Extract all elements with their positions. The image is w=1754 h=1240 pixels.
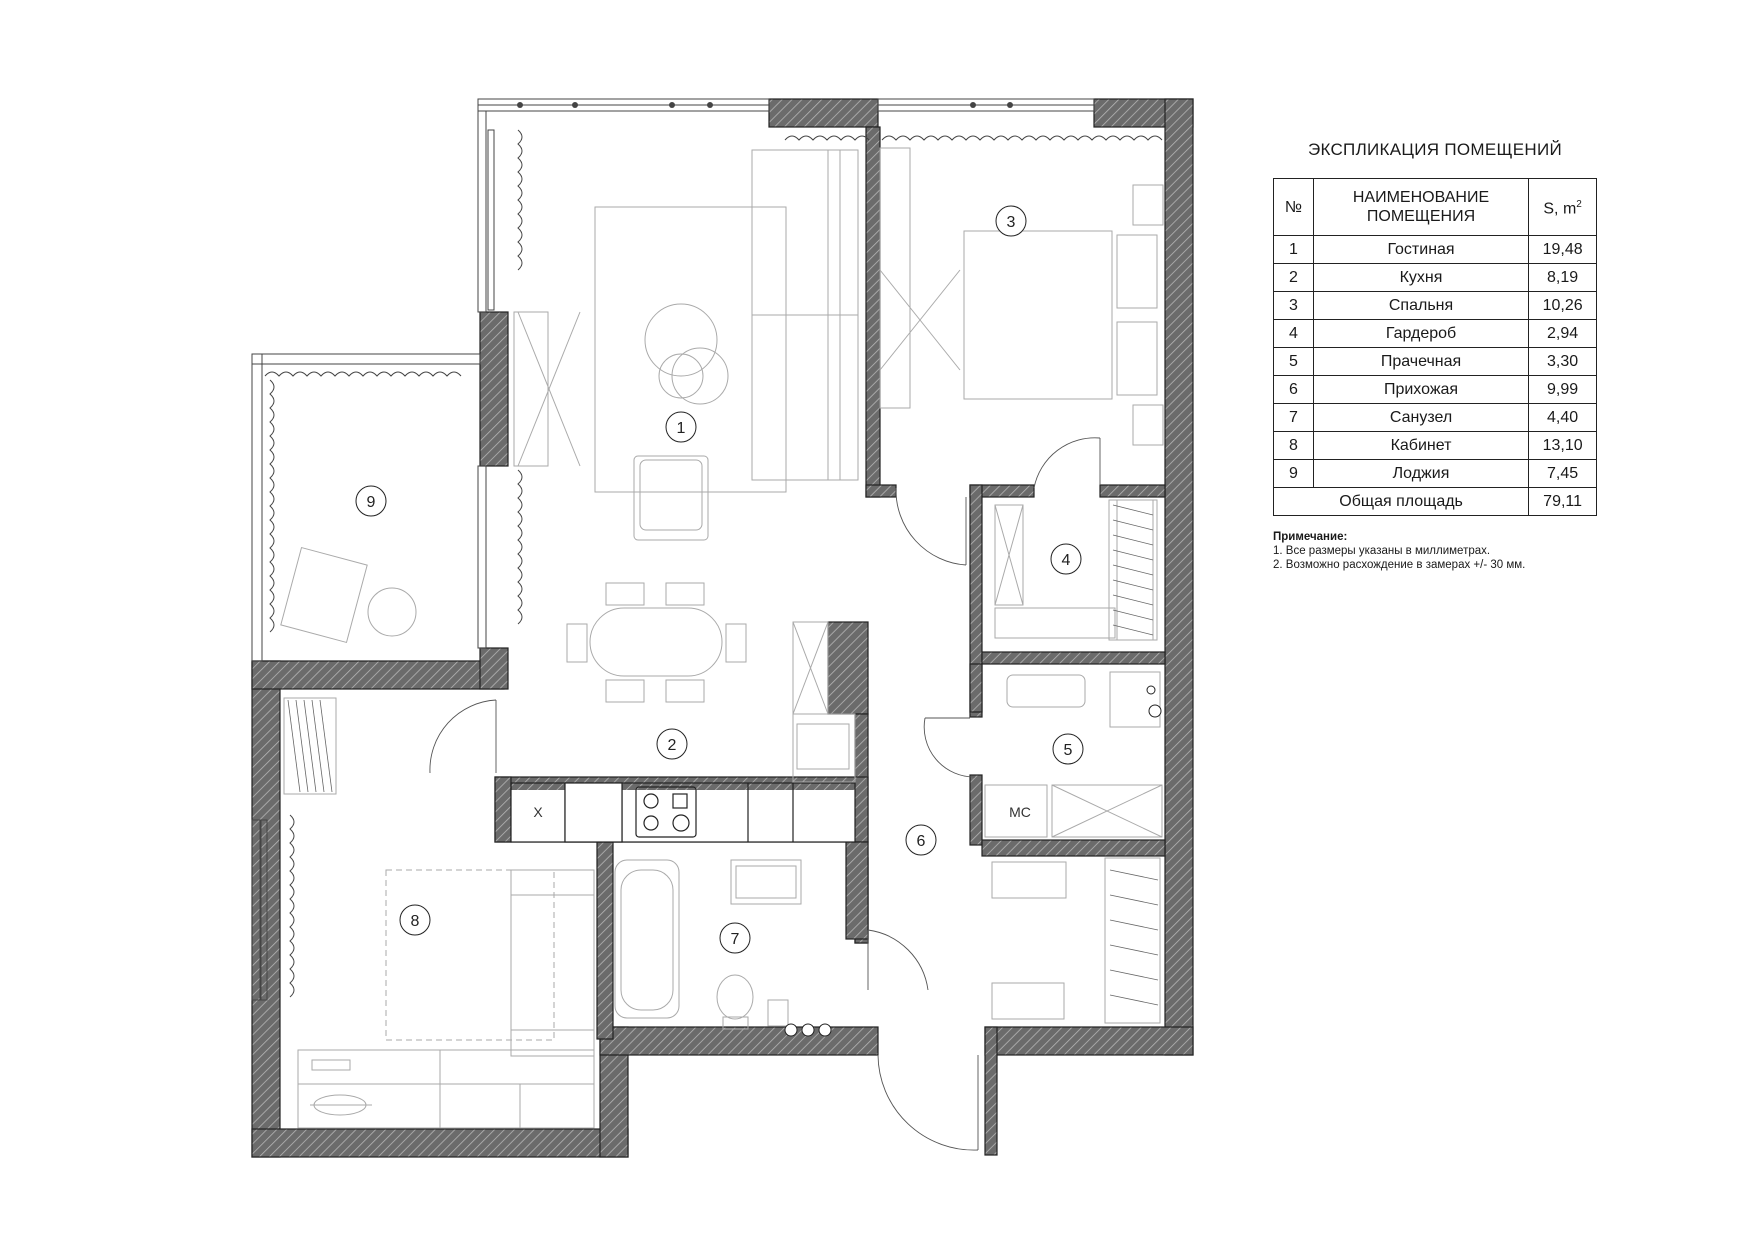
fixtures xyxy=(784,685,1162,1037)
svg-text:1: 1 xyxy=(677,420,686,437)
room-marker-7: 7 xyxy=(719,922,751,954)
total-area: 79,11 xyxy=(1528,487,1597,516)
room-marker-5: 5 xyxy=(1052,733,1084,765)
furniture xyxy=(280,147,1164,1129)
notes-title: Примечание: xyxy=(1273,531,1348,543)
sink-label: Х xyxy=(533,804,543,820)
svg-text:5: 5 xyxy=(1064,742,1073,759)
walls xyxy=(251,98,1194,1158)
room-marker-6: 6 xyxy=(905,824,937,856)
window-hinges xyxy=(517,102,1013,108)
washer-label: МС xyxy=(1009,804,1031,820)
header-area: S, m2 xyxy=(1528,178,1597,236)
curtains xyxy=(264,129,1163,998)
room-marker-1: 1 xyxy=(665,411,697,443)
table-total-row: Общая площадь 79,11 xyxy=(1272,487,1597,516)
header-num: № xyxy=(1273,178,1314,236)
room-marker-8: 8 xyxy=(399,904,431,936)
explication-title: ЭКСПЛИКАЦИЯ ПОМЕЩЕНИЙ xyxy=(1307,140,1563,159)
room-marker-3: 3 xyxy=(995,205,1027,237)
room-marker-4: 4 xyxy=(1050,543,1082,575)
radiators xyxy=(287,504,1159,1006)
svg-text:9: 9 xyxy=(367,494,376,511)
wall-voids xyxy=(511,790,855,842)
svg-text:8: 8 xyxy=(411,913,420,930)
windows xyxy=(251,98,1095,1001)
svg-text:2: 2 xyxy=(668,737,677,754)
total-label: Общая площадь xyxy=(1272,487,1530,516)
note-item: 1. Все размеры указаны в миллиметрах. xyxy=(1273,545,1491,557)
room-marker-9: 9 xyxy=(355,485,387,517)
kitchen-counter xyxy=(510,782,856,843)
room-markers: 1 2 3 4 5 6 7 8 xyxy=(355,205,1084,954)
svg-text:4: 4 xyxy=(1062,552,1071,569)
doors xyxy=(429,437,1101,1151)
svg-text:7: 7 xyxy=(731,931,740,948)
notes: Примечание: 1. Все размеры указаны в мил… xyxy=(1273,530,1597,572)
room-marker-2: 2 xyxy=(656,728,688,760)
svg-text:6: 6 xyxy=(917,833,926,850)
note-item: 2. Возможно расхождение в замерах +/- 30… xyxy=(1273,559,1526,571)
svg-text:3: 3 xyxy=(1007,214,1016,231)
